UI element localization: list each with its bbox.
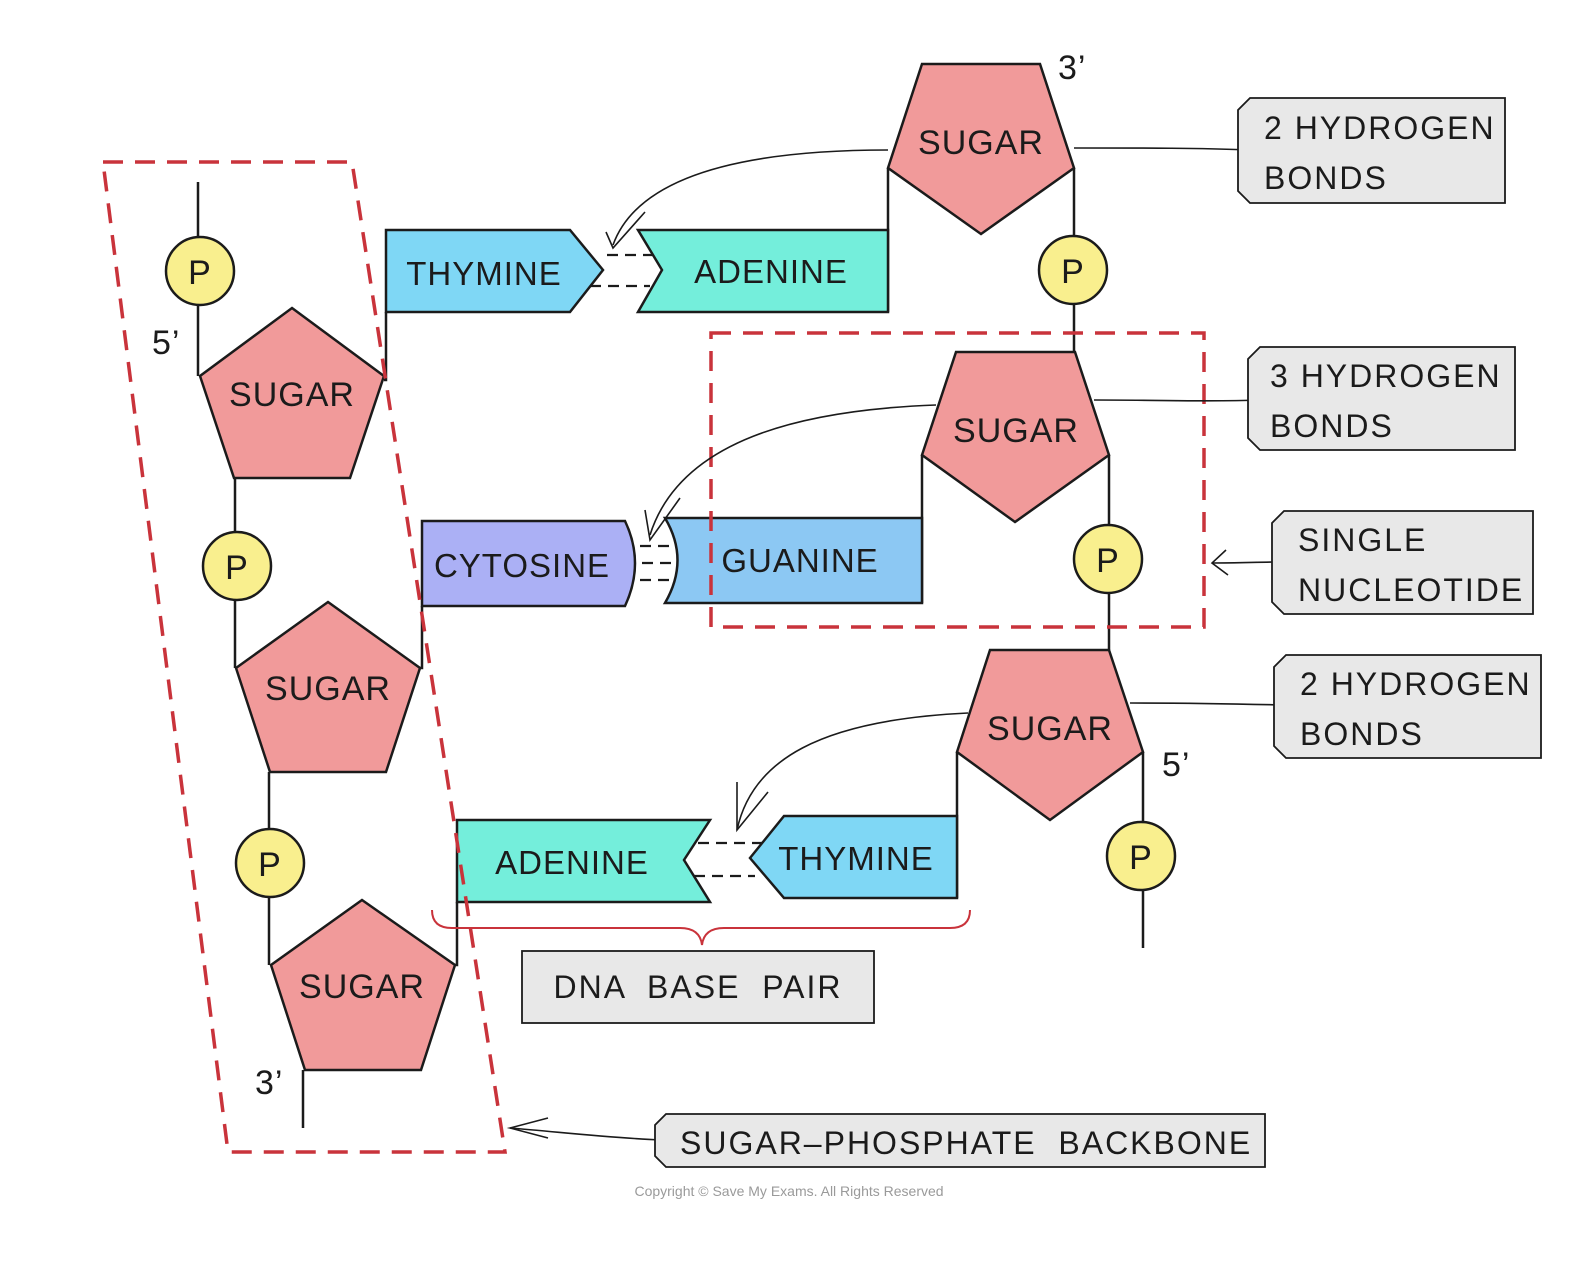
sugar-left-2: SUGAR xyxy=(234,600,422,774)
end-label-left-bottom: 3’ xyxy=(255,1064,283,1102)
annotation-single-nucleotide-line1: SINGLE xyxy=(1298,522,1427,558)
sugar-right-3: SUGAR xyxy=(955,648,1145,822)
phosphate-right-1: P xyxy=(1037,234,1109,306)
base-adenine-2 xyxy=(455,818,713,904)
phosphate-left-3: P xyxy=(234,827,306,899)
annotation-backbone: SUGAR–PHOSPHATE BACKBONE xyxy=(654,1113,1266,1168)
base-pair-1: THYMINE ADENINE xyxy=(384,228,890,314)
annotation-hbonds-3: 2 HYDROGEN BONDS xyxy=(1273,654,1542,759)
phosphate-left-2: P xyxy=(201,530,273,602)
base-thymine-2-label: THYMINE xyxy=(778,840,934,877)
annotation-base-pair: DNA BASE PAIR xyxy=(521,950,875,1024)
sugar-left-3: SUGAR xyxy=(269,898,457,1072)
sugar-left-1: SUGAR xyxy=(198,306,386,480)
sugar-right-2: SUGAR xyxy=(920,350,1111,524)
base-cytosine-label: CYTOSINE xyxy=(434,547,610,584)
phosphate-right-1-label: P xyxy=(1061,253,1085,291)
hbond-pointer-1 xyxy=(605,149,889,250)
phosphate-left-3-label: P xyxy=(258,846,282,884)
annotation-hbonds-2-line2: BONDS xyxy=(1270,408,1394,444)
phosphate-right-3-label: P xyxy=(1129,839,1153,877)
annotation-hbonds-2-line1: 3 HYDROGEN xyxy=(1270,358,1502,394)
annotation-hbonds-1-line1: 2 HYDROGEN xyxy=(1264,110,1496,146)
left-backbone xyxy=(196,182,305,1128)
nucleotide-highlight xyxy=(709,331,1206,629)
annotation-single-nucleotide-line2: NUCLEOTIDE xyxy=(1298,572,1524,608)
phosphate-right-2: P xyxy=(1072,523,1144,595)
base-pair-brace xyxy=(431,909,971,946)
base-guanine xyxy=(662,516,924,605)
base-pair-2: CYTOSINE GUANINE xyxy=(420,516,924,608)
end-label-right-bottom: 5’ xyxy=(1162,746,1190,784)
base-thymine-2 xyxy=(748,814,959,900)
end-label-right-top: 3’ xyxy=(1058,49,1086,87)
hbond-pointer-2 xyxy=(644,404,937,543)
copyright-text: Copyright © Save My Exams. All Rights Re… xyxy=(634,1183,943,1199)
hbond-pointer-3 xyxy=(736,712,969,833)
sugar-left-2-label: SUGAR xyxy=(265,670,391,708)
annotation-base-pair-label: DNA BASE PAIR xyxy=(553,969,842,1005)
base-cytosine xyxy=(420,519,637,608)
base-adenine-1-label: ADENINE xyxy=(694,253,848,290)
sugar-right-3-label: SUGAR xyxy=(987,710,1113,748)
annotation-hbonds-2: 3 HYDROGEN BONDS xyxy=(1247,346,1516,451)
annotation-hbonds-3-line2: BONDS xyxy=(1300,716,1424,752)
phosphate-right-2-label: P xyxy=(1096,542,1120,580)
base-thymine-1-label: THYMINE xyxy=(406,255,562,292)
phosphate-left-2-label: P xyxy=(225,549,249,587)
phosphate-right-3: P xyxy=(1105,820,1177,892)
sugar-left-1-label: SUGAR xyxy=(229,376,355,414)
annotation-single-nucleotide: SINGLE NUCLEOTIDE xyxy=(1271,510,1534,615)
annotation-hbonds-1: 2 HYDROGEN BONDS xyxy=(1237,97,1506,204)
phosphate-left-1: P xyxy=(164,235,236,307)
end-label-left-top: 5’ xyxy=(152,324,180,362)
base-guanine-label: GUANINE xyxy=(721,542,878,579)
annotation-hbonds-1-line2: BONDS xyxy=(1264,160,1388,196)
sugar-right-1: SUGAR xyxy=(886,62,1076,236)
sugar-right-1-label: SUGAR xyxy=(918,124,1044,162)
annotation-hbonds-3-line1: 2 HYDROGEN xyxy=(1300,666,1532,702)
phosphate-left-1-label: P xyxy=(188,254,212,292)
backbone-highlight xyxy=(101,160,508,1154)
annotation-backbone-label: SUGAR–PHOSPHATE BACKBONE xyxy=(680,1125,1252,1161)
base-thymine-1 xyxy=(384,228,605,314)
base-adenine-1 xyxy=(635,228,890,314)
right-backbone xyxy=(1072,168,1145,948)
base-pair-3: ADENINE THYMINE xyxy=(455,814,959,904)
base-adenine-2-label: ADENINE xyxy=(495,844,649,881)
sugar-left-3-label: SUGAR xyxy=(299,968,425,1006)
sugar-right-2-label: SUGAR xyxy=(953,412,1079,450)
